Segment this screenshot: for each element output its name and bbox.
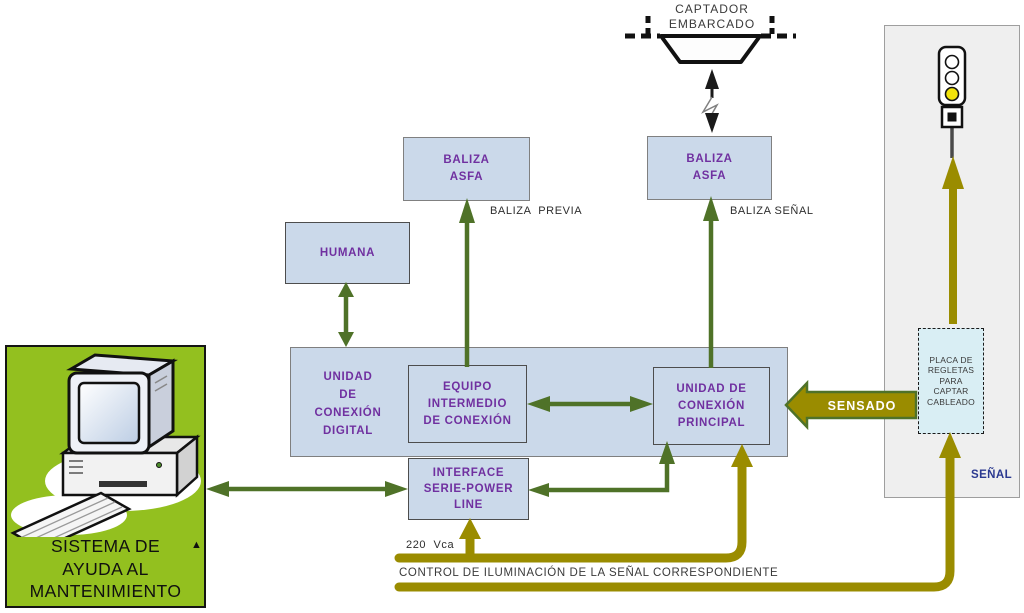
interface-serie-power-line-box: INTERFACE SERIE-POWER LINE bbox=[408, 458, 529, 520]
unidad-conexion-digital-label: UNIDAD DE CONEXIÓN DIGITAL bbox=[293, 368, 403, 440]
isp-line3: LINE bbox=[454, 499, 483, 511]
ucd-line2: DE bbox=[339, 389, 357, 401]
placa-line4: CAPTAR bbox=[933, 386, 969, 397]
captador-line2: EMBARCADO bbox=[668, 17, 756, 31]
ucd-line4: DIGITAL bbox=[322, 425, 374, 437]
baliza-senal-line2: ASFA bbox=[692, 170, 727, 182]
senal-panel-label: SEÑAL bbox=[971, 469, 1012, 481]
baliza-asfa-previa-box: BALIZA ASFA bbox=[403, 137, 530, 201]
control-iluminacion-label: CONTROL DE ILUMINACIÓN DE LA SEÑAL CORRE… bbox=[399, 567, 779, 579]
baliza-previa-line1: BALIZA bbox=[443, 154, 490, 166]
arrow-interface-ucp bbox=[545, 463, 670, 493]
ucd-line1: UNIDAD bbox=[323, 371, 373, 383]
sistema-ayuda-mantenimiento-label: SISTEMA DE AYUDA AL MANTENIMIENTO bbox=[7, 535, 204, 603]
eic-line1: EQUIPO bbox=[443, 380, 492, 393]
placa-line5: CABLEADO bbox=[927, 396, 975, 407]
baliza-senal-line1: BALIZA bbox=[686, 153, 733, 165]
placa-line1: PLACA DE bbox=[929, 354, 973, 365]
humana-box: HUMANA bbox=[285, 222, 410, 284]
ucp-line3: PRINCIPAL bbox=[677, 416, 746, 429]
placa-regletas-box: PLACA DE REGLETAS PARA CAPTAR CABLEADO bbox=[918, 328, 984, 434]
placa-line3: PARA bbox=[939, 375, 963, 386]
ucp-line1: UNIDAD DE bbox=[676, 382, 747, 395]
v220-label: 220 Vca bbox=[406, 539, 455, 551]
radio-link-zigzag-icon bbox=[701, 69, 719, 133]
isp-line1: INTERFACE bbox=[432, 467, 505, 479]
captador-embarcado-label: CAPTADOR EMBARCADO bbox=[638, 2, 786, 32]
equipo-intermedio-box: EQUIPO INTERMEDIO DE CONEXIÓN bbox=[408, 365, 527, 443]
placa-line2: REGLETAS bbox=[927, 365, 975, 376]
eic-line3: DE CONEXIÓN bbox=[423, 414, 512, 427]
sam-line2: AYUDA AL bbox=[62, 558, 149, 579]
baliza-previa-label: BALIZA PREVIA bbox=[490, 205, 583, 217]
ucd-line3: CONEXIÓN bbox=[314, 407, 382, 419]
baliza-previa-line2: ASFA bbox=[449, 171, 484, 183]
unidad-conexion-principal-box: UNIDAD DE CONEXIÓN PRINCIPAL bbox=[653, 367, 770, 445]
ucp-line2: CONEXIÓN bbox=[678, 399, 745, 412]
triangle-marker-icon: ▲ bbox=[191, 539, 202, 551]
sistema-ayuda-mantenimiento-box: SISTEMA DE AYUDA AL MANTENIMIENTO ▲ bbox=[5, 345, 206, 608]
isp-line2: SERIE-POWER bbox=[423, 483, 514, 495]
captador-line1: CAPTADOR bbox=[675, 2, 749, 16]
sam-line1: SISTEMA DE bbox=[50, 536, 161, 556]
sam-line3: MANTENIMIENTO bbox=[29, 581, 182, 601]
baliza-asfa-senal-box: BALIZA ASFA bbox=[647, 136, 772, 200]
baliza-senal-label: BALIZA SEÑAL bbox=[730, 205, 814, 217]
eic-line2: INTERMEDIO bbox=[427, 397, 508, 410]
humana-label: HUMANA bbox=[319, 246, 376, 259]
computer-icon bbox=[10, 353, 201, 537]
